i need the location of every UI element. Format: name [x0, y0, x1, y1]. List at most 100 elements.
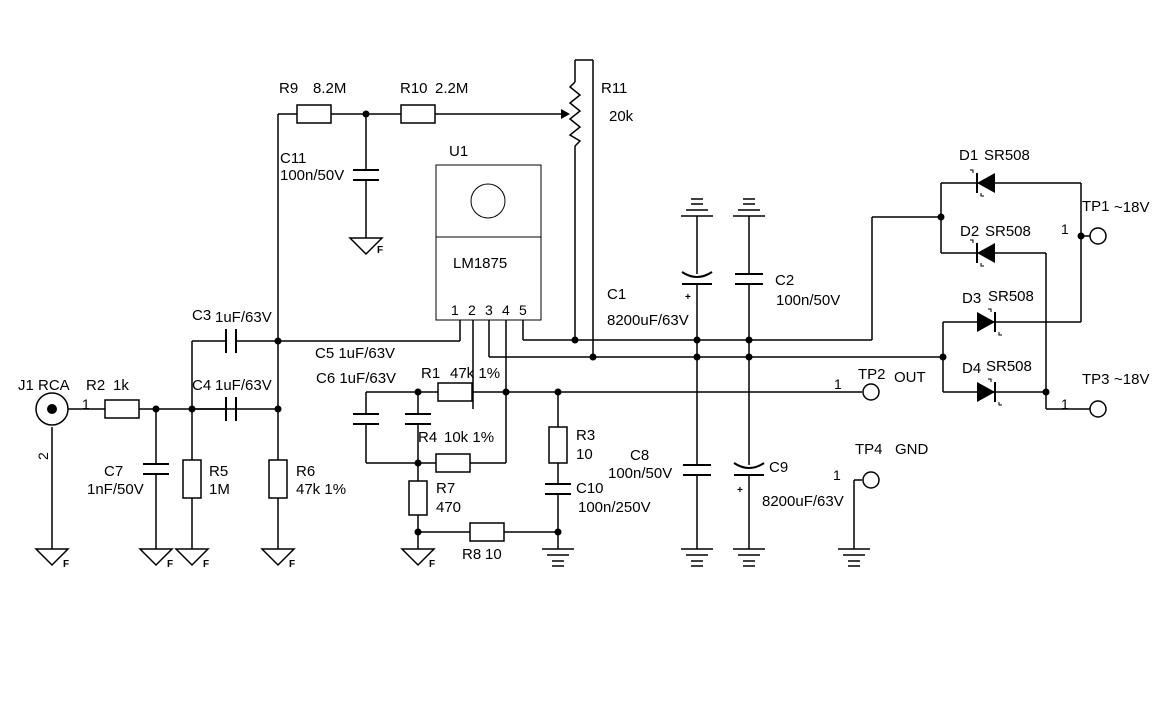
- capacitor-c11: [353, 169, 379, 181]
- d3-ref: D3: [962, 290, 981, 307]
- r1-value: 47k 1%: [450, 365, 500, 382]
- r7-ref: R7: [436, 480, 455, 497]
- c9-polarity: +: [737, 485, 743, 496]
- test-point-tp3: [1089, 400, 1107, 418]
- resistor-r4: [435, 453, 471, 473]
- capacitor-c8: [683, 464, 711, 476]
- d2-ref: D2: [960, 223, 979, 240]
- r3-ref: R3: [576, 427, 595, 444]
- capacitor-c3: [225, 329, 237, 353]
- c2-value: 100n/50V: [776, 292, 840, 309]
- capacitor-c1: +: [681, 271, 713, 303]
- test-point-tp1: [1089, 227, 1107, 245]
- r9-ref: R9: [279, 80, 298, 97]
- d1-ref: D1: [959, 147, 978, 164]
- junction-dots: [152, 110, 1085, 536]
- r8-value: 10: [485, 546, 502, 563]
- r1-ref: R1: [421, 365, 440, 382]
- u1-ref: U1: [449, 143, 468, 160]
- c11-ref: C11: [280, 150, 306, 167]
- r6-value: 47k 1%: [296, 481, 346, 498]
- tp3-value: ~18V: [1114, 371, 1149, 388]
- resistor-r3: [548, 426, 568, 464]
- c3-value: 1uF/63V: [215, 309, 272, 326]
- tp4-value: GND: [895, 441, 929, 458]
- tp3-pin: 1: [1061, 396, 1069, 412]
- resistor-r8: [469, 522, 505, 542]
- rca-jack-j1: [35, 392, 69, 426]
- r11-value: 20k: [609, 108, 634, 125]
- c5-label: C5 1uF/63V: [315, 345, 395, 362]
- j1-pin-2: 2: [35, 452, 51, 460]
- c6-label: C6 1uF/63V: [316, 370, 396, 387]
- r11-ref: R11: [601, 80, 627, 97]
- u1-pin-5: 5: [519, 302, 527, 318]
- tp2-ref: TP2: [858, 366, 886, 383]
- u1-pin-4: 4: [502, 302, 510, 318]
- r9-value: 8.2M: [313, 80, 346, 97]
- tp4-pin: 1: [833, 467, 841, 483]
- resistor-r10: [400, 104, 436, 124]
- d2-value: SR508: [985, 223, 1031, 240]
- resistor-r6: [268, 459, 288, 499]
- r2-ref: R2: [86, 377, 105, 394]
- ground-r7-label: F: [429, 559, 435, 570]
- ground-r6-label: F: [289, 559, 295, 570]
- u1-pin-1: 1: [451, 302, 459, 318]
- u1-pin-2: 2: [468, 302, 476, 318]
- c7-value: 1nF/50V: [87, 481, 144, 498]
- capacitor-c2: [735, 273, 763, 285]
- c7-ref: C7: [104, 463, 123, 480]
- c1-ref: C1: [607, 286, 626, 303]
- capacitor-c4: [192, 397, 237, 421]
- r10-value: 2.2M: [435, 80, 468, 97]
- ground-r5-label: F: [203, 559, 209, 570]
- d4-ref: D4: [962, 360, 981, 377]
- c2-ref: C2: [775, 272, 794, 289]
- resistor-r2: [104, 399, 140, 419]
- test-point-tp2: [862, 383, 880, 401]
- r3-value: 10: [576, 446, 593, 463]
- c8-ref: C8: [630, 447, 649, 464]
- resistor-r7: [408, 480, 428, 516]
- diode-d2: [970, 239, 995, 267]
- resistor-r9: [296, 104, 332, 124]
- c10-value: 100n/250V: [578, 499, 651, 516]
- ground-f-symbols: F F F F F F: [34, 237, 436, 570]
- ground-power-symbols: [542, 198, 870, 567]
- tp1-value: ~18V: [1114, 199, 1149, 216]
- c8-value: 100n/50V: [608, 465, 672, 482]
- resistor-r5: [182, 459, 202, 499]
- c4-ref: C4: [192, 377, 211, 394]
- r8-ref: R8: [462, 546, 481, 563]
- c10-ref: C10: [576, 480, 604, 497]
- j1-pin-1: 1: [82, 396, 90, 412]
- tp4-ref: TP4: [855, 441, 883, 458]
- c1-value: 8200uF/63V: [607, 312, 689, 329]
- capacitor-c5: [353, 413, 379, 425]
- j1-label: J1 RCA: [18, 377, 70, 394]
- resistor-r1: [437, 382, 473, 402]
- chip-u1: [435, 164, 542, 321]
- u1-pin-3: 3: [485, 302, 493, 318]
- component-labels: R9 8.2M R10 2.2M R11 20k C11 100n/50V U1…: [18, 80, 1149, 563]
- r5-ref: R5: [209, 463, 228, 480]
- ground-c7-label: F: [167, 559, 173, 570]
- d3-value: SR508: [988, 288, 1034, 305]
- c11-value: 100n/50V: [280, 167, 344, 184]
- r6-ref: R6: [296, 463, 315, 480]
- r10-ref: R10: [400, 80, 428, 97]
- c9-value: 8200uF/63V: [762, 493, 844, 510]
- potentiometer-r11: [561, 81, 582, 147]
- tp1-pin: 1: [1061, 221, 1069, 237]
- d1-value: SR508: [984, 147, 1030, 164]
- diode-d1: [970, 169, 995, 197]
- c3-ref: C3: [192, 307, 211, 324]
- u1-part: LM1875: [453, 255, 507, 272]
- c9-ref: C9: [769, 459, 788, 476]
- r7-value: 470: [436, 499, 461, 516]
- tp2-value: OUT: [894, 369, 926, 386]
- tp3-ref: TP3: [1082, 371, 1110, 388]
- r4-ref: R4: [418, 429, 437, 446]
